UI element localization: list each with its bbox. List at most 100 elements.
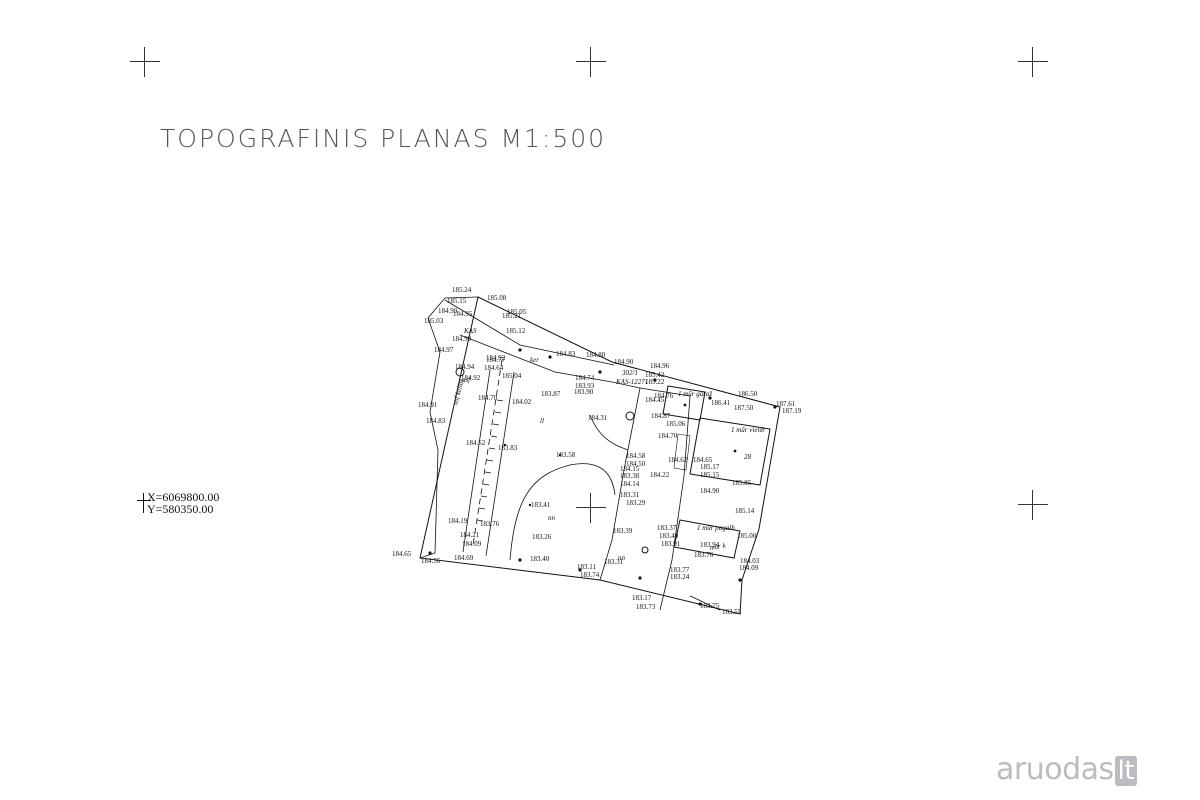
elevation-label: 184.15 [620,465,640,473]
elevation-label: 184.99 [452,335,472,343]
elevation-label: 183.74 [580,571,600,579]
elevation-label: 183.58 [556,451,576,459]
road-edge [419,296,479,559]
elevation-label: 184.31 [588,414,608,422]
elevation-label: 183.29 [626,499,646,507]
elevation-label: 184.70 [478,394,498,402]
elevation-label: 186.50 [738,390,758,398]
plan-annotation: ll [540,417,544,425]
plan-title: TOPOGRAFINIS PLANAS M1:500 [160,124,607,153]
plan-annotation: 302/1 [621,369,638,377]
elevation-label: 184.83 [556,350,576,358]
elevation-label: 184.09 [739,564,759,572]
elevation-label: 185.17 [700,463,720,471]
elevation-label: 183.37 [657,524,677,532]
y-coordinate: Y=580350.00 [147,502,214,516]
fence [476,399,504,522]
road-centerline [472,359,503,546]
elevation-label: 184.80 [586,351,606,359]
elevation-label: 184.02 [512,398,532,406]
elevation-label: 183.87 [541,390,561,398]
building-auxiliary [673,519,741,559]
elevation-label: 187.19 [782,407,802,415]
elevation-label: 185.08 [487,294,507,302]
watermark-brand: aruodas [996,752,1114,787]
elevation-label: 184.90 [700,487,720,495]
registration-cross [576,47,606,77]
plan-annotation: nn [548,514,556,522]
lot-line [599,381,641,581]
elevation-label: 185.06 [666,420,686,428]
lot-line [659,475,685,611]
elevation-label: 183.38 [620,472,640,480]
parcel-boundary [419,296,781,615]
elevation-label: 184.97 [434,346,454,354]
road-edge [485,371,515,557]
elevation-label: 183.73 [636,603,656,611]
elevation-label: 183.93 [575,382,595,390]
elevation-label: 185.21 [502,312,522,320]
elevation-label: 183.24 [670,573,690,581]
elevation-label: 184.76 [654,392,674,400]
elevation-label: 185.00 [737,532,757,540]
elevation-label: 184.69 [454,554,474,562]
elevation-label: 184.87 [651,412,671,420]
elevation-label: 183.26 [532,533,552,541]
registration-cross [1018,47,1048,77]
elevation-label: 185.12 [506,327,526,335]
registration-cross [130,47,160,77]
plan-annotation: asf [462,376,471,384]
elevation-label: 184.03 [740,557,760,565]
elevation-label: 183.76 [480,520,500,528]
elevation-label: 185.22 [645,378,665,386]
road-edge [444,299,615,366]
elevation-label: 184.62 [668,456,688,464]
elevation-label: 184.65 [392,550,412,558]
elevation-label: 185.05 [507,308,527,316]
elevation-label: 183.75 [700,602,720,610]
plan-annotation: 1 mūr vienb [731,426,765,434]
elevation-label: 184.99 [438,307,458,315]
elevation-label: 184.52 [466,439,486,447]
lot-line [639,387,691,477]
elevation-label: 183.90 [574,388,594,396]
elevation-label: 185.24 [452,286,472,294]
contour-line [509,463,616,561]
plan-annotation: nn [618,554,626,562]
x-coordinate: X=6069800.00 [147,490,220,504]
elevation-label: 183.76 [694,551,714,559]
elevation-label: 183.40 [530,555,550,563]
elevation-label: 184.94 [455,363,475,371]
elevation-label: 185.15 [700,471,720,479]
elevation-label: 183.40 [659,532,679,540]
elevation-label: 184.96 [650,362,670,370]
contour-line [589,414,629,451]
elevation-label: 185.85 [732,479,752,487]
well-marker [455,367,465,377]
plan-annotation: ker [530,356,539,364]
elevation-label: 184.70 [658,432,678,440]
elevation-label: 183.31 [620,491,640,499]
elevation-label: 184.83 [426,417,446,425]
elevation-label: 185.42 [645,371,665,379]
plan-annotation: 1 mūr pagalb [697,524,735,532]
registration-cross [576,493,606,523]
elevation-label: 184.21 [460,531,480,539]
elevation-label: 187.61 [776,400,796,408]
elevation-label: 183.91 [661,540,681,548]
plan-annotation: 1 mūr garaž [678,390,713,398]
elevation-label: 183.11 [577,563,596,571]
elevation-label: 184.50 [626,460,646,468]
elevation-label: 184.19 [448,517,468,525]
well-marker [641,546,649,554]
contour-line [689,595,721,611]
elevation-label: 184.90 [614,358,634,366]
elevation-label: 184.95 [453,310,473,318]
elevation-label: 185.03 [424,317,444,325]
elevation-label: 184.92 [461,374,481,382]
coordinate-label: X=6069800.00 Y=580350.00 [137,490,220,516]
elevation-label: 183.41 [531,501,551,509]
stairs [673,433,691,471]
elevation-label: 183.83 [498,444,518,452]
